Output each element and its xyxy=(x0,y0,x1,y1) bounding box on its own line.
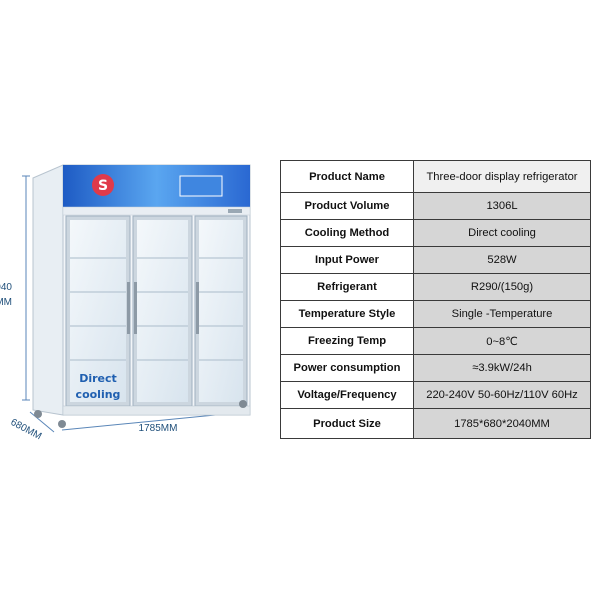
spec-value: ≈3.9kW/24h xyxy=(413,354,591,382)
spec-value: 1306L xyxy=(413,192,591,220)
spec-label: Product Volume xyxy=(280,192,414,220)
refrigerator-image: S Direct cooling 2040 MM 680MM 1785MM xyxy=(0,164,251,442)
height-unit-label: MM xyxy=(0,297,12,308)
spec-label: Power consumption xyxy=(280,354,414,382)
caster-wheel xyxy=(34,410,42,418)
caster-wheel xyxy=(239,400,247,408)
cabinet-base xyxy=(62,405,251,416)
right-door-handle xyxy=(196,282,199,334)
promo-text-line1: Direct xyxy=(79,372,117,385)
spec-value: Three-door display refrigerator xyxy=(413,160,591,193)
spec-value: 0~8℃ xyxy=(413,327,591,355)
spec-label: Cooling Method xyxy=(280,219,414,247)
spec-value: Single -Temperature xyxy=(413,300,591,328)
spec-label: Input Power xyxy=(280,246,414,274)
header-sign xyxy=(179,175,223,197)
middle-door xyxy=(132,215,193,407)
spec-value: R290/(150g) xyxy=(413,273,591,301)
depth-dimension-line xyxy=(29,411,55,433)
middle-door-handle xyxy=(134,282,137,334)
width-label: 1785MM xyxy=(139,423,178,434)
spec-value: 220-240V 50-60Hz/110V 60Hz xyxy=(413,381,591,409)
spec-label: Refrigerant xyxy=(280,273,414,301)
caster-wheel xyxy=(58,420,66,428)
spec-label: Freezing Temp xyxy=(280,327,414,355)
brand-logo xyxy=(92,174,114,196)
spec-value: Direct cooling xyxy=(413,219,591,247)
spec-label: Voltage/Frequency xyxy=(280,381,414,409)
spec-label: Product Name xyxy=(280,160,414,193)
right-door xyxy=(194,215,248,407)
spec-value: 1785*680*2040MM xyxy=(413,408,591,439)
left-door-handle xyxy=(127,282,130,334)
spec-label: Temperature Style xyxy=(280,300,414,328)
cabinet-side xyxy=(32,164,64,416)
spec-label: Product Size xyxy=(280,408,414,439)
promo-text-line2: cooling xyxy=(76,388,121,401)
depth-label: 680MM xyxy=(9,417,44,442)
shelves xyxy=(70,257,243,361)
brand-logo-letter: S xyxy=(98,178,108,194)
height-label: 2040 xyxy=(0,282,12,293)
spec-row: Power consumption≈3.9kW/24h xyxy=(280,354,591,382)
spec-value: 528W xyxy=(413,246,591,274)
temperature-display xyxy=(228,209,242,213)
